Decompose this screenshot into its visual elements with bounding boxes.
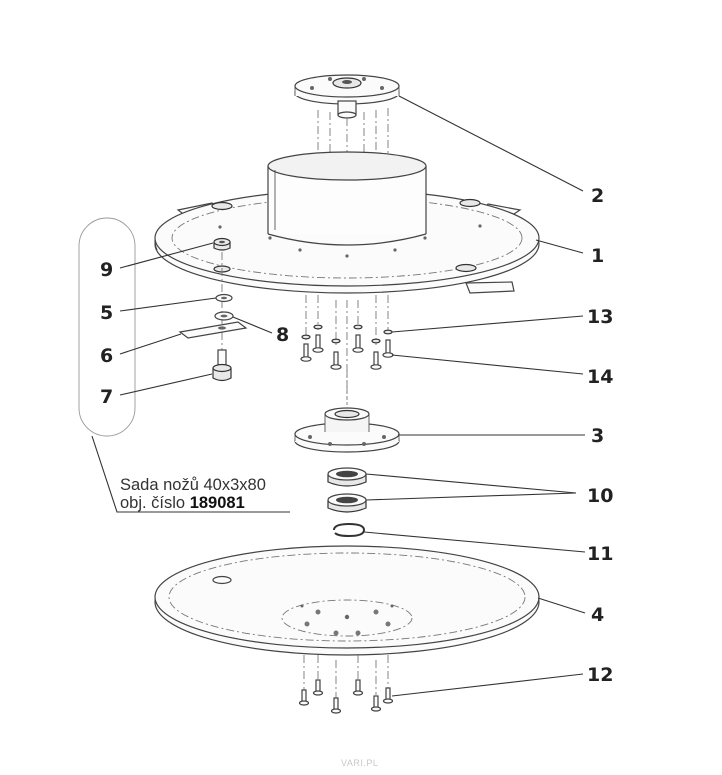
part-11-circlip [333,522,366,538]
callout-3: 3 [591,425,604,447]
knife-set-order-number: obj. číslo 189081 [120,494,245,512]
part-6-knife-blade [178,321,248,339]
part-3-bearing-hub [294,370,400,453]
callout-13: 13 [587,306,613,328]
callout-12: 12 [587,664,613,686]
callout-6: 6 [100,345,113,367]
parts-13-14-screws [300,295,394,400]
watermark-text: VARI.PL [341,758,378,768]
leader-lines [119,95,586,697]
knife-set-group-outline [78,217,136,437]
part-1-housing [154,151,540,294]
callout-14: 14 [587,366,613,388]
part-7-bolt [212,349,232,382]
callout-2: 2 [591,185,604,207]
callout-10: 10 [587,485,613,507]
callout-7: 7 [100,386,113,408]
order-number-value: 189081 [190,494,245,512]
part-5-washer [215,293,233,303]
knife-set-leader [91,435,290,513]
callout-4: 4 [591,604,604,626]
part-12-screws [298,655,394,714]
order-number-label: obj. číslo [120,494,190,512]
callout-1: 1 [591,245,604,267]
callout-5: 5 [100,302,113,324]
part-8-spring-washer [214,311,234,321]
callout-9: 9 [100,259,113,281]
callout-8: 8 [276,324,289,346]
part-2-top-hub [294,74,400,119]
part-10-bearings [327,467,367,513]
part-9-nut [213,237,231,251]
callout-11: 11 [587,543,613,565]
knife-set-title: Sada nožů 40x3x80 [120,476,266,494]
part-4-rotor-disc [154,545,540,656]
